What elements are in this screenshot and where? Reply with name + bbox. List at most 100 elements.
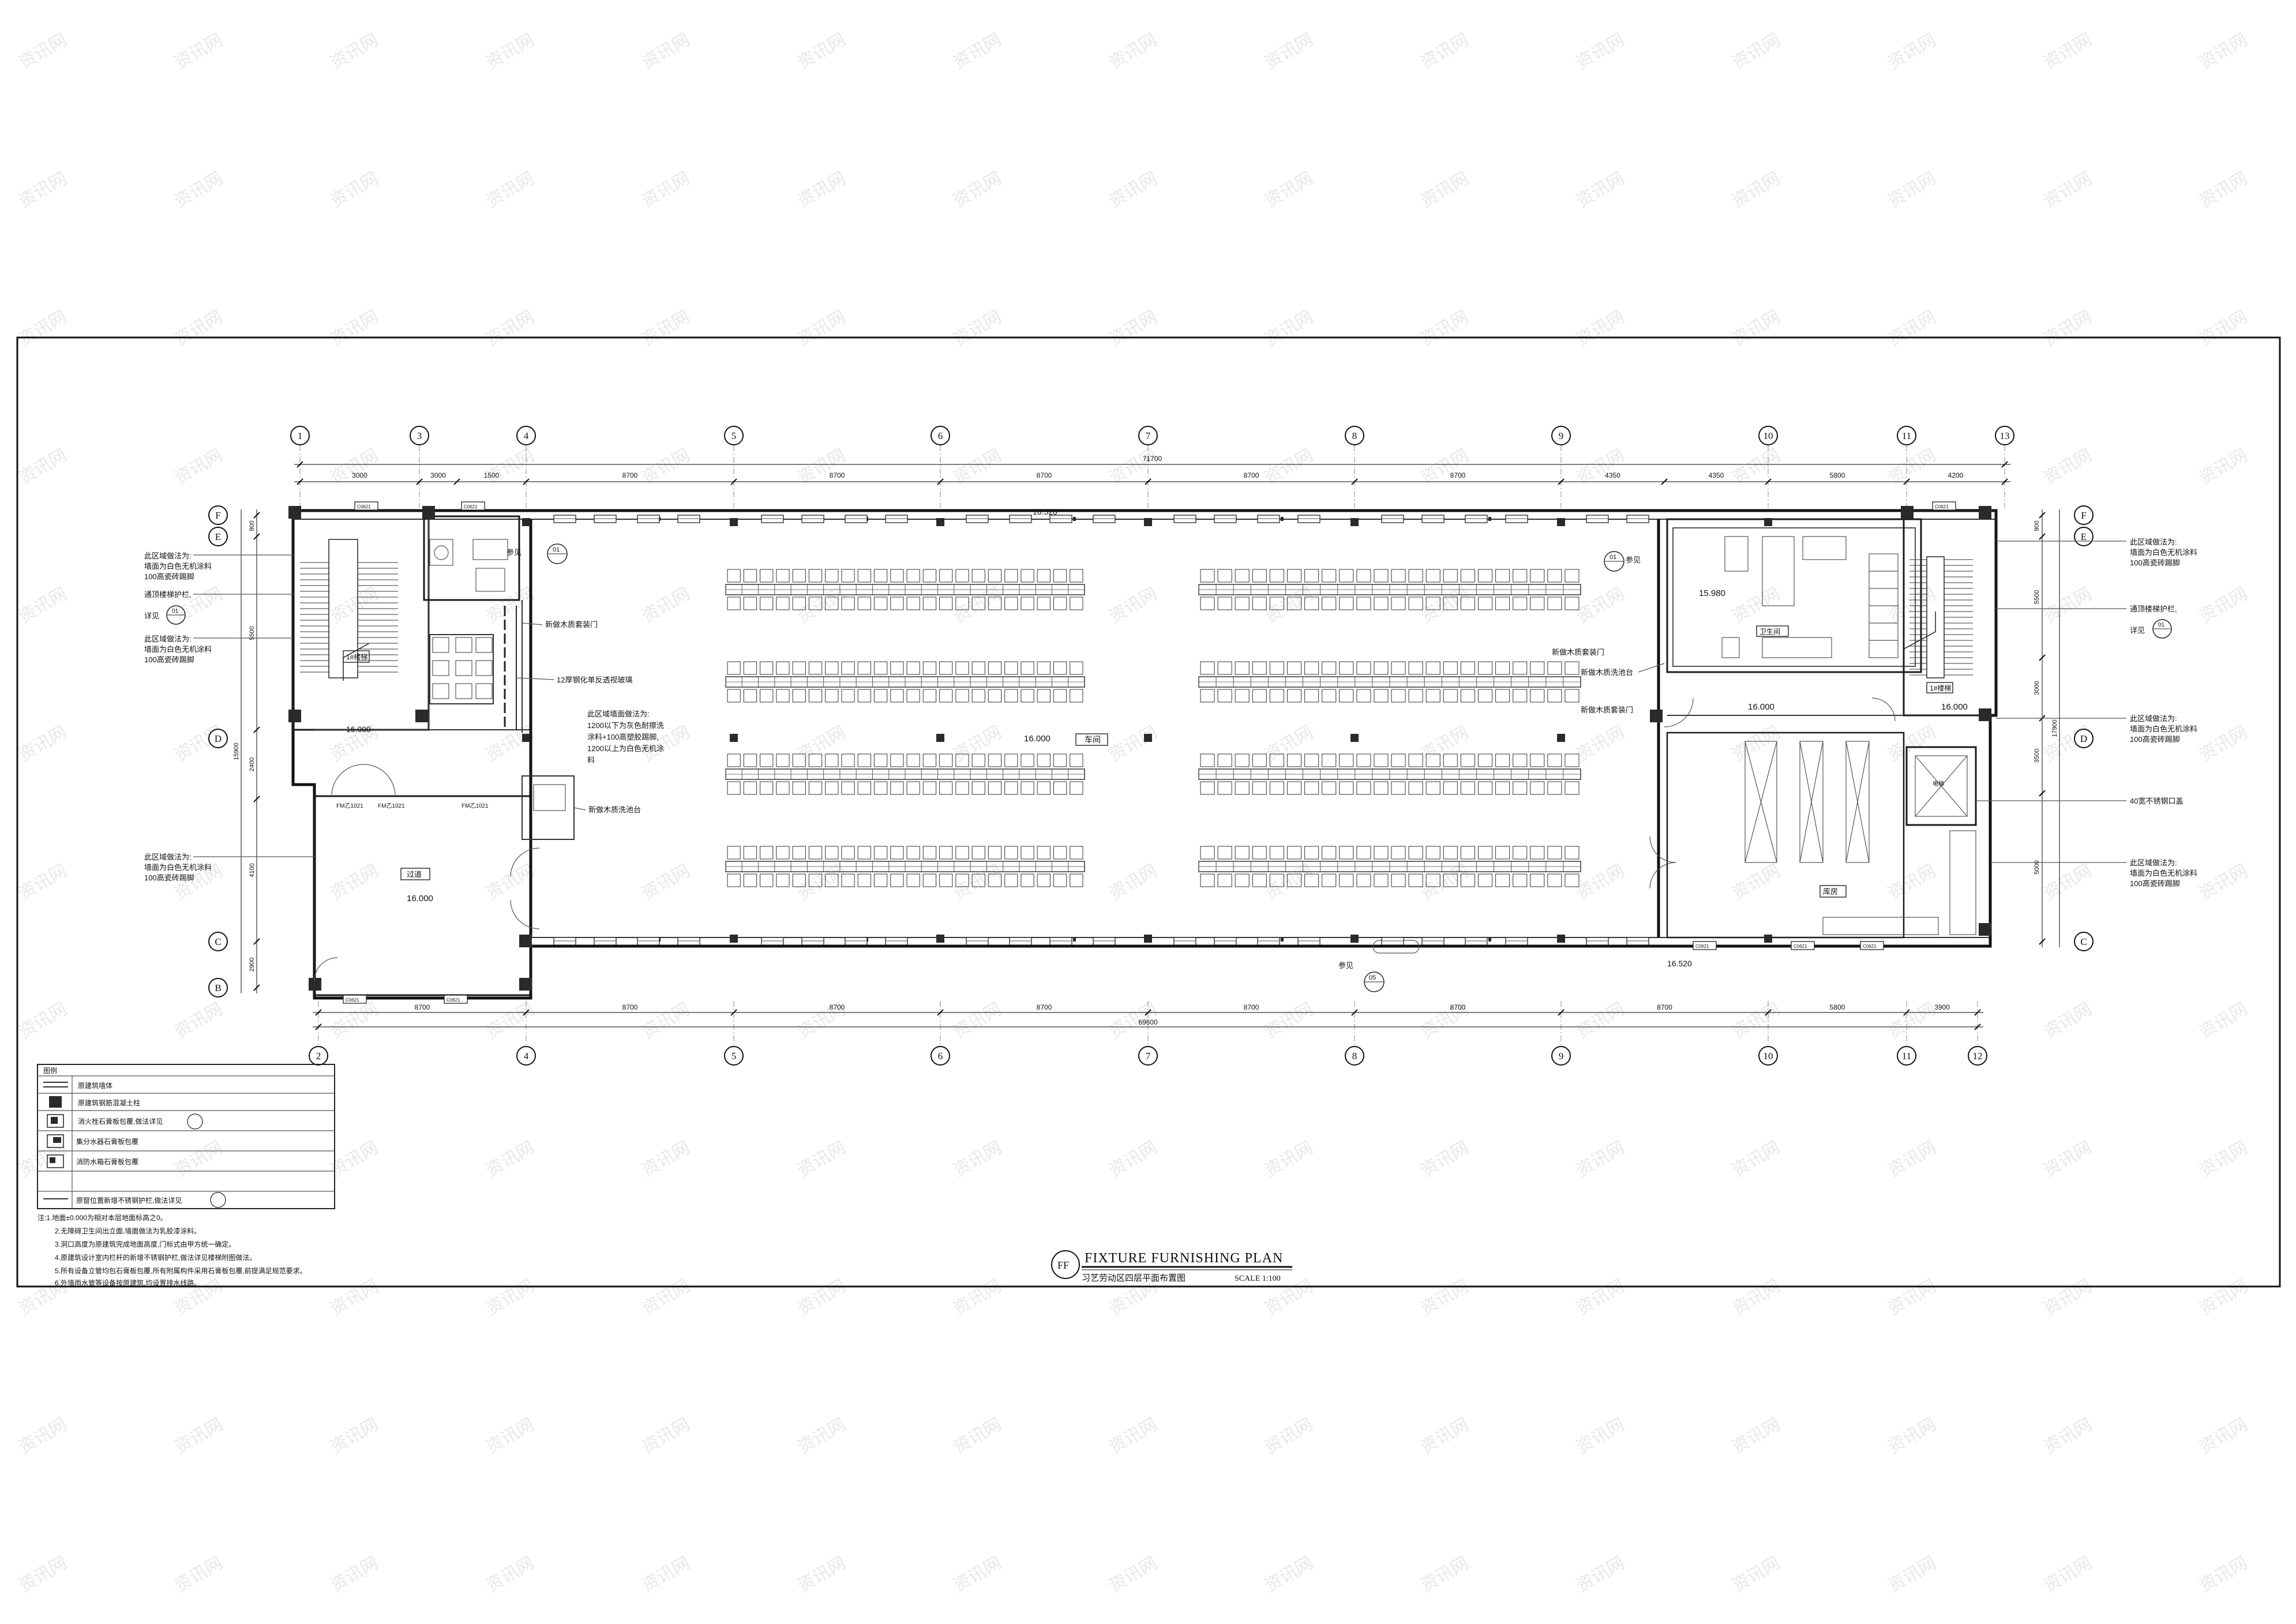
chair bbox=[1269, 781, 1285, 795]
column bbox=[936, 935, 944, 943]
column bbox=[1144, 935, 1152, 943]
chair bbox=[955, 781, 969, 795]
chair bbox=[776, 661, 790, 675]
legend-table: 图例 原建筑墙体 原建筑钢筋混凝土柱 消火栓石膏板包覆,做法详见 集分水器石膏板… bbox=[37, 1064, 335, 1209]
watermark-text: 资讯网 bbox=[1573, 1276, 1628, 1319]
chair bbox=[1304, 689, 1319, 703]
column bbox=[936, 518, 944, 526]
watermark-text: 资讯网 bbox=[1106, 1553, 1161, 1596]
chair bbox=[1391, 781, 1406, 795]
chair bbox=[727, 873, 741, 887]
watermark-text: 资讯网 bbox=[171, 1415, 226, 1458]
chair bbox=[1304, 873, 1319, 887]
watermark-text: 资讯网 bbox=[950, 1415, 1005, 1458]
chair bbox=[1252, 753, 1267, 767]
watermark-text: 资讯网 bbox=[1729, 307, 1784, 350]
chair bbox=[759, 569, 774, 583]
chair bbox=[906, 689, 920, 703]
chair bbox=[890, 661, 904, 675]
note-left-4b: 100高瓷砖踢脚 bbox=[144, 873, 194, 882]
watermark-text: 资讯网 bbox=[2196, 1553, 2251, 1596]
watermark-text: 资讯网 bbox=[1417, 445, 1472, 489]
column bbox=[415, 710, 428, 722]
watermark-text: 资讯网 bbox=[950, 445, 1005, 489]
chair bbox=[1070, 661, 1083, 675]
chair bbox=[1408, 661, 1423, 675]
grid-bubble-top-label: 9 bbox=[1559, 430, 1564, 441]
chair bbox=[1408, 569, 1423, 583]
watermark-text: 资讯网 bbox=[1417, 168, 1472, 212]
labels: 16.520 16.520 16.000 车间 16.000 1#楼梯 过道 1… bbox=[336, 507, 1968, 992]
dim-right-seg: 3500 bbox=[2034, 749, 2040, 763]
dim-top-seg: 8700 bbox=[1037, 471, 1052, 479]
watermark-text: 资讯网 bbox=[1106, 307, 1161, 350]
watermark-text: 资讯网 bbox=[2196, 999, 2251, 1042]
chair bbox=[939, 569, 953, 583]
chair bbox=[1495, 873, 1510, 887]
watermark-text: 资讯网 bbox=[171, 445, 226, 489]
chair bbox=[1356, 597, 1371, 610]
chair bbox=[1322, 661, 1337, 675]
watermark-text: 资讯网 bbox=[16, 999, 70, 1042]
column bbox=[1144, 734, 1152, 742]
chair bbox=[1547, 569, 1562, 583]
chair bbox=[1374, 753, 1389, 767]
chair bbox=[1269, 753, 1285, 767]
watermark-text: 资讯网 bbox=[1729, 30, 1784, 73]
window-code: C0621 bbox=[357, 504, 371, 509]
watermark-text: 资讯网 bbox=[639, 307, 693, 350]
watermark-text: 资讯网 bbox=[327, 307, 382, 350]
chair bbox=[743, 753, 757, 767]
dim-top-seg: 4350 bbox=[1709, 471, 1724, 479]
watermark-text: 资讯网 bbox=[16, 1415, 70, 1458]
chair bbox=[971, 661, 985, 675]
dim-right-seg: 3000 bbox=[2034, 681, 2040, 695]
door-code-b: FM乙1021 bbox=[378, 802, 405, 809]
grid-bubble-bottom bbox=[724, 1046, 744, 1066]
room-lobby: 过道 bbox=[407, 870, 422, 879]
sheet-border bbox=[16, 336, 2281, 1288]
chair bbox=[1339, 689, 1354, 703]
watermark-text: 资讯网 bbox=[639, 999, 693, 1042]
chair bbox=[1053, 569, 1067, 583]
general-note-6: 6.外墙雨水管等设备按原建筑,均设置排水线路。 bbox=[55, 1278, 201, 1287]
watermark-layer: 资讯网资讯网资讯网资讯网资讯网资讯网资讯网资讯网资讯网资讯网资讯网资讯网资讯网资… bbox=[16, 30, 2251, 1596]
chair bbox=[939, 753, 953, 767]
dim-bottom-seg: 8700 bbox=[1244, 1003, 1259, 1011]
watermark-text: 资讯网 bbox=[171, 999, 226, 1042]
chair bbox=[971, 597, 985, 610]
grid-bubble-bottom bbox=[516, 1046, 536, 1066]
column bbox=[1557, 935, 1565, 943]
watermark-text: 资讯网 bbox=[1417, 722, 1472, 766]
chair bbox=[1460, 597, 1476, 610]
chair bbox=[922, 569, 937, 583]
chair bbox=[1322, 689, 1337, 703]
chair bbox=[1565, 689, 1580, 703]
window-code: C0621 bbox=[464, 504, 478, 509]
chair bbox=[1513, 689, 1528, 703]
grid-bubble-top-label: 8 bbox=[1352, 430, 1357, 441]
chair bbox=[841, 597, 855, 610]
chair bbox=[1217, 781, 1232, 795]
note-right-2: 通顶楼梯护栏, bbox=[2130, 605, 2177, 613]
chair bbox=[1477, 753, 1493, 767]
window-code: C0621 bbox=[1794, 944, 1807, 949]
window bbox=[461, 501, 485, 511]
chair bbox=[1425, 753, 1440, 767]
chair bbox=[759, 846, 774, 860]
chair bbox=[825, 597, 839, 610]
chair bbox=[1269, 873, 1285, 887]
chair bbox=[1425, 846, 1440, 860]
column bbox=[1650, 710, 1663, 722]
chair bbox=[857, 597, 872, 610]
chair bbox=[1286, 569, 1302, 583]
callout-door-right-1: 新做木质套装门 bbox=[1552, 648, 1604, 657]
dim-bottom-seg: 8700 bbox=[1450, 1003, 1466, 1011]
chair bbox=[759, 873, 774, 887]
chair bbox=[1053, 873, 1067, 887]
watermark-text: 资讯网 bbox=[16, 861, 70, 904]
watermark-text: 资讯网 bbox=[16, 168, 70, 212]
watermark-text: 资讯网 bbox=[2196, 861, 2251, 904]
watermark-text: 资讯网 bbox=[2040, 861, 2095, 904]
chair bbox=[1339, 781, 1354, 795]
